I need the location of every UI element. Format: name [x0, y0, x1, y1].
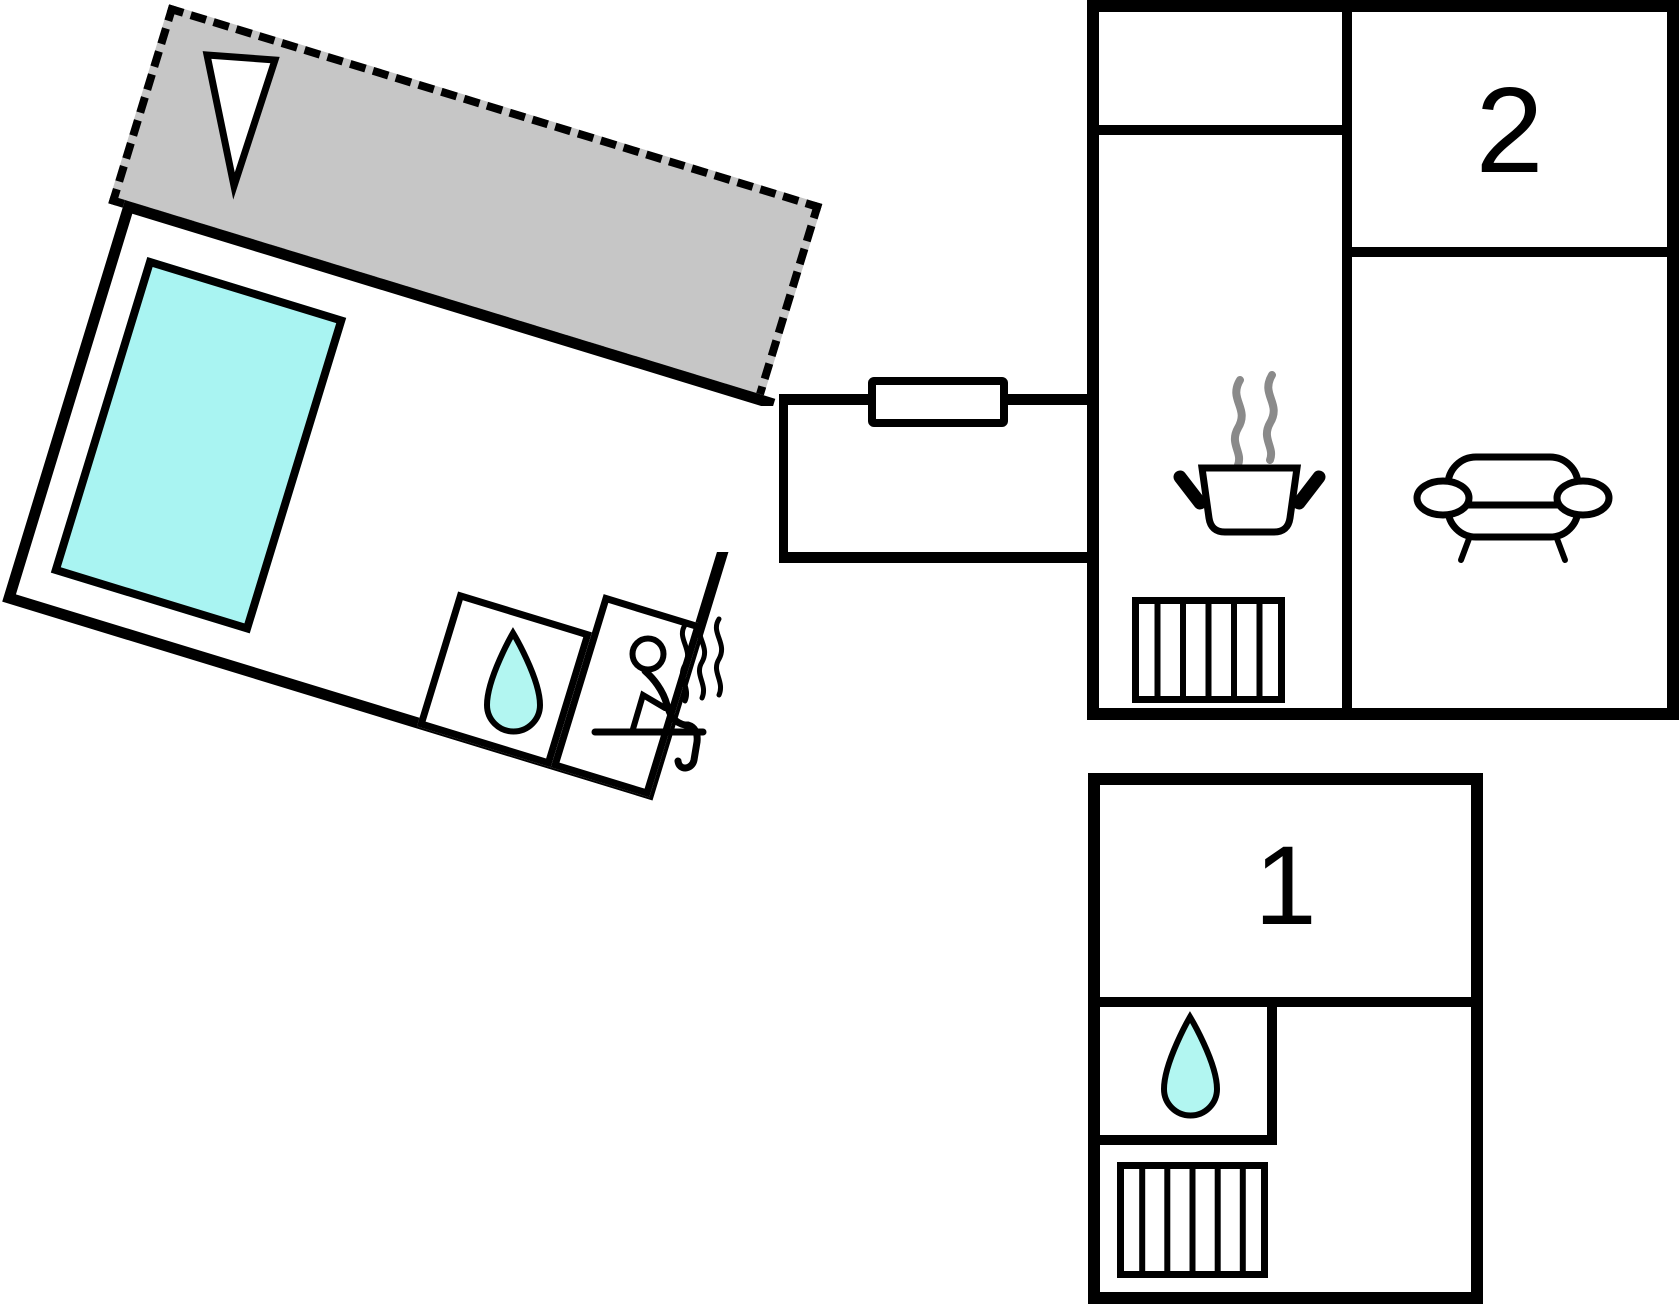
sauna-person-icon [591, 616, 725, 772]
staircase-icon [1132, 597, 1285, 703]
apartment-1-outline [1088, 773, 1483, 1304]
wall-bathroom1-v [1267, 1007, 1277, 1145]
wall-bedroom2 [1342, 247, 1667, 257]
person-arm [630, 690, 668, 732]
person-body [641, 667, 701, 772]
pot-body [1197, 464, 1302, 536]
apartment-2-outline [1087, 0, 1679, 720]
wall-bathroom1-h [1100, 1135, 1277, 1145]
sofa-leg [1553, 533, 1568, 563]
pot-handle-right [1292, 470, 1326, 510]
wall-room1 [1100, 997, 1471, 1007]
apartment-2-label: 2 [1475, 62, 1544, 198]
wall-kitchen-living [1342, 12, 1352, 708]
steam-icon [1230, 376, 1246, 469]
pot-handle-left [1173, 470, 1207, 510]
wall-patch [711, 406, 796, 552]
north-arrow-icon [202, 51, 280, 200]
apartment-1-label: 1 [1254, 823, 1317, 948]
sofa-armrest [1413, 477, 1473, 519]
sofa-icon [1413, 453, 1613, 563]
sofa-armrest [1553, 477, 1613, 519]
person-head [629, 635, 667, 673]
staircase-icon [1117, 1162, 1268, 1278]
sofa-leg [1458, 533, 1473, 563]
wall-storage-room [1099, 125, 1352, 135]
sauna-steam-icon [679, 622, 691, 704]
water-drop-icon [483, 627, 544, 735]
window-door-symbol [868, 377, 1008, 427]
cooking-pot-icon [1173, 371, 1326, 536]
water-drop-icon [1160, 1011, 1221, 1119]
